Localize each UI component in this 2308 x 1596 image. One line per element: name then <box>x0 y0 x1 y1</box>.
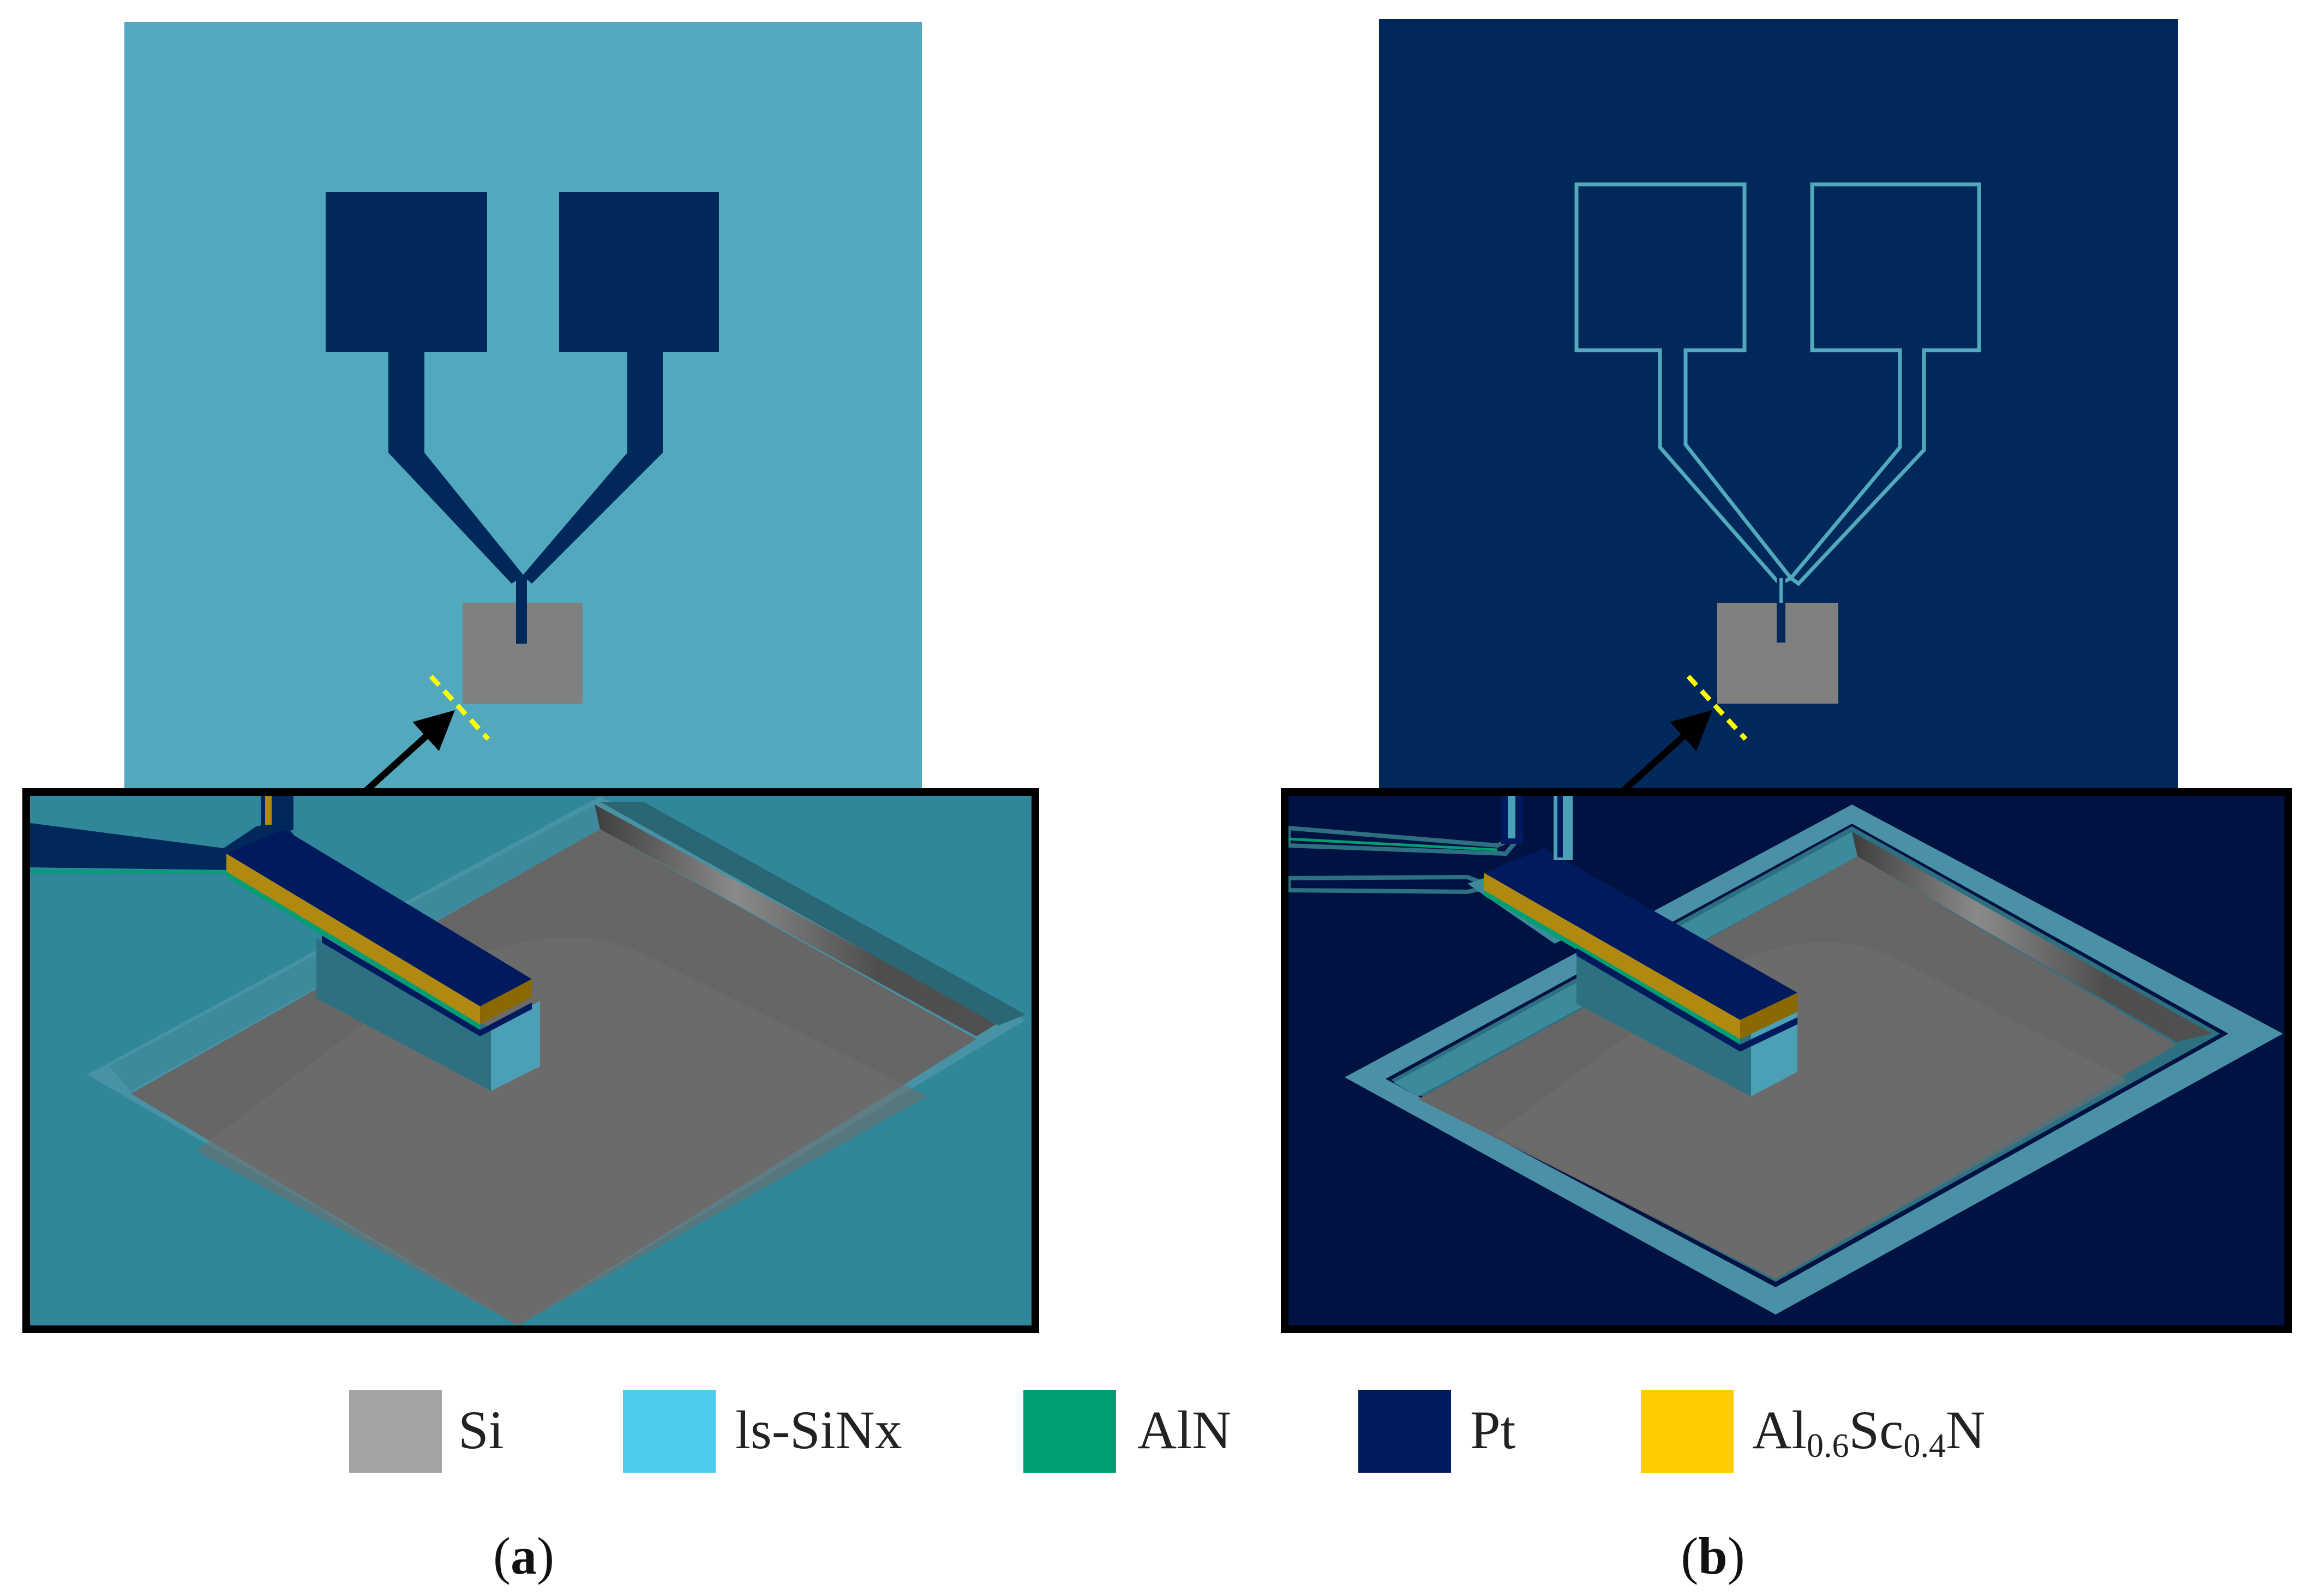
panel-a-cantilever-pt-top <box>226 829 532 1006</box>
panel-b-lead-stub-right <box>1554 792 1573 860</box>
panel-a-label: (a) <box>493 1527 554 1585</box>
panel-b-cavity-back-wall-right <box>1852 832 2212 1042</box>
legend-label-si: Si <box>458 1400 503 1460</box>
legend-swatch-pt <box>1358 1390 1451 1473</box>
panel-a-inset-border <box>22 788 1039 1333</box>
legend-item-pt: Pt <box>1358 1390 1516 1473</box>
panel-b-arrow <box>1617 710 1712 796</box>
panel-a-lead-stub-scn <box>265 792 272 825</box>
legend-swatch-alscn <box>1641 1390 1734 1473</box>
panel-b-label: (b) <box>1681 1527 1745 1585</box>
legend-label-aln: AlN <box>1137 1400 1231 1460</box>
panel-a <box>22 22 1039 1333</box>
panel-a-arrow <box>360 710 455 796</box>
panel-a-cavity-side-dark <box>600 802 1026 1025</box>
panel-b-lead-trace-edge <box>1288 837 1498 851</box>
panel-b-cantilever-aln <box>1484 890 1740 1045</box>
panel-b-inset <box>1281 788 2292 1333</box>
panel-a-left-electrode <box>326 192 524 584</box>
panel-b-cantilever-scn-side <box>1484 873 1740 1039</box>
panel-a-cantilever-scn-side <box>226 854 480 1024</box>
panel-b-cantilever-top <box>1777 578 1785 643</box>
legend-item-si: Si <box>349 1390 503 1473</box>
legend-swatch-si <box>349 1390 442 1473</box>
panel-a-cantilever-scn-end <box>480 979 532 1024</box>
panel-a-cantilever-top <box>516 575 527 644</box>
panel-b-lead-stub-right-pt <box>1557 792 1563 857</box>
panel-a-cavity-back-wall-right <box>595 805 998 1036</box>
panel-b-cut-line <box>1686 674 1748 741</box>
legend-item-ls-sinx: ls-SiNx <box>623 1390 902 1473</box>
legend-label-pt: Pt <box>1470 1400 1516 1460</box>
panel-b-top-view <box>1379 19 2178 796</box>
legend-swatch-ls-sinx <box>623 1390 716 1473</box>
panel-a-cantilever-aln <box>226 872 480 1030</box>
panel-b-pillar-right <box>1751 1009 1797 1096</box>
legend-item-alscn: Al0.6Sc0.4N <box>1641 1390 1985 1473</box>
panel-a-cavity-floor-highlight <box>196 937 927 1325</box>
legend-label-ls-sinx: ls-SiNx <box>735 1400 902 1460</box>
legend-item-aln: AlN <box>1023 1390 1231 1473</box>
panel-b <box>1281 19 2292 1333</box>
panel-a-right-electrode <box>523 192 719 584</box>
panel-b-lead-trace-lower <box>1286 874 1500 895</box>
panel-a-top-view <box>124 22 922 796</box>
panel-b-pillar-front <box>1576 944 1751 1096</box>
panel-a-cut-line <box>429 674 490 741</box>
legend-swatch-aln <box>1023 1390 1116 1473</box>
panel-b-lead-stub-left-sinx <box>1508 792 1515 838</box>
panel-b-right-electrode <box>1788 182 1981 586</box>
panel-a-pillar-front <box>316 938 491 1091</box>
legend-label-alscn: Al0.6Sc0.4N <box>1752 1400 1985 1465</box>
panel-b-inset-border <box>1281 788 2292 1333</box>
legend: Si ls-SiNx AlN Pt Al0.6Sc0.4N <box>349 1390 1985 1473</box>
panel-b-cantilever-pt-top <box>1484 848 1797 1020</box>
panel-b-cantilever-scn-end <box>1740 993 1797 1039</box>
panel-a-inset <box>22 788 1039 1333</box>
